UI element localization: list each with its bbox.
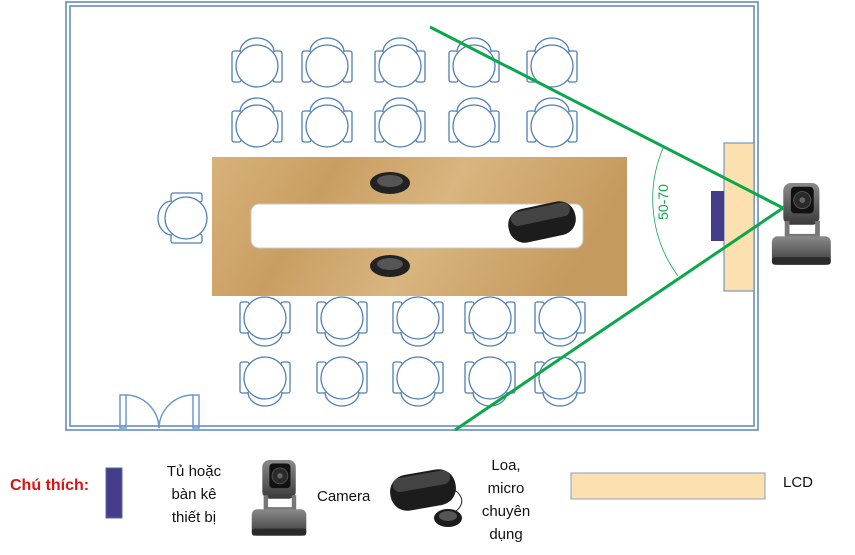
speakerphone bbox=[508, 201, 576, 243]
chair bbox=[374, 37, 426, 88]
chair bbox=[448, 97, 500, 148]
microphone bbox=[370, 172, 410, 194]
chair bbox=[526, 37, 578, 88]
legend-cabinet-swatch bbox=[105, 467, 123, 519]
legend-label-lcd: LCD bbox=[783, 474, 814, 491]
legend-title: Chú thích: bbox=[10, 477, 90, 494]
legend-speakerphone-icon bbox=[390, 469, 463, 527]
chair bbox=[374, 97, 426, 148]
chair bbox=[239, 296, 291, 347]
chair bbox=[157, 192, 208, 244]
chair bbox=[316, 296, 368, 347]
viewing-angle-label: 50-70 bbox=[655, 184, 671, 220]
chair bbox=[231, 37, 283, 88]
chair bbox=[301, 37, 353, 88]
legend-lcd-swatch bbox=[570, 472, 766, 500]
legend-label-cabinet: Tủ hoặc bàn kê thiết bị bbox=[166, 463, 222, 526]
equipment-cabinet bbox=[711, 191, 724, 241]
chairs bbox=[157, 37, 586, 407]
chair bbox=[316, 356, 368, 407]
chair bbox=[448, 37, 500, 88]
chair bbox=[392, 356, 444, 407]
chair bbox=[464, 296, 516, 347]
viewing-angle-arc bbox=[652, 145, 679, 277]
chair bbox=[464, 356, 516, 407]
legend-label-camera: Camera bbox=[317, 488, 371, 505]
microphone bbox=[370, 255, 410, 277]
chair bbox=[392, 296, 444, 347]
ptz-camera bbox=[771, 183, 831, 265]
chair bbox=[534, 356, 586, 407]
chair bbox=[231, 97, 283, 148]
legend-label-speakerphone: Loa, micro chuyên dụng bbox=[481, 457, 531, 543]
chair bbox=[301, 97, 353, 148]
sightlines bbox=[429, 25, 784, 432]
lcd-screen bbox=[723, 142, 755, 292]
legend-camera-icon bbox=[251, 460, 307, 536]
door bbox=[119, 394, 200, 429]
chair bbox=[239, 356, 291, 407]
chair bbox=[526, 97, 578, 148]
chair bbox=[534, 296, 586, 347]
